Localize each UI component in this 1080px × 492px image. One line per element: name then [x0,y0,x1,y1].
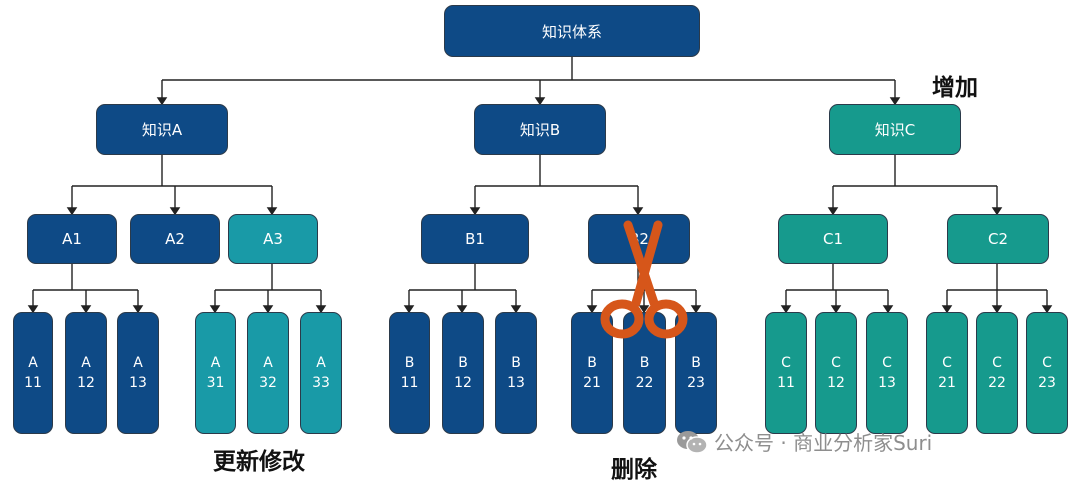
leaf-letter: A [133,355,143,371]
leaf-letter: B [511,355,521,371]
leaf-number: 31 [206,375,225,391]
leaf-letter: B [691,355,701,371]
leaf-letter: B [587,355,597,371]
leaf-letter: A [28,355,38,371]
leaf-a33: A 33 [300,312,342,434]
leaf-number: 13 [878,375,896,391]
leaf-a11: A 11 [13,312,53,434]
leaf-number: 21 [583,375,601,391]
node-b1: B1 [421,214,529,264]
leaf-number: 22 [988,375,1006,391]
leaf-number: 21 [938,375,956,391]
node-c2: C2 [947,214,1049,264]
leaf-letter: B [458,355,468,371]
leaf-number: 11 [777,375,795,391]
scissors-icon [600,220,688,339]
leaf-a12: A 12 [65,312,107,434]
leaf-number: 12 [827,375,845,391]
leaf-letter: C [882,355,892,371]
node-c1: C1 [778,214,888,264]
leaf-c11: C 11 [765,312,807,434]
leaf-c13: C 13 [866,312,908,434]
node-knowledge-b: 知识B [474,104,606,155]
leaf-number: 22 [635,375,654,391]
leaf-c21: C 21 [926,312,968,434]
leaf-number: 33 [312,375,330,391]
leaf-c23: C 23 [1026,312,1068,434]
node-a1: A1 [27,214,117,264]
leaf-number: 32 [259,375,277,391]
leaf-number: 12 [454,375,472,391]
leaf-b23: B 23 [675,312,717,434]
leaf-letter: A [316,355,326,371]
leaf-letter: A [263,355,273,371]
leaf-letter: C [781,355,791,371]
annotation-add: 增加 [932,75,978,101]
leaf-number: 11 [400,375,419,391]
leaf-b12: B 12 [442,312,484,434]
node-a3: A3 [228,214,318,264]
leaf-number: 12 [77,375,95,391]
watermark: 公众号 · 商业分析家Suri [676,427,932,456]
leaf-letter: C [942,355,952,371]
leaf-a32: A 32 [247,312,289,434]
leaf-letter: C [831,355,841,371]
leaf-number: 23 [1038,375,1056,391]
leaf-letter: A [210,355,221,371]
leaf-number: 23 [687,375,705,391]
leaf-number: 13 [507,375,525,391]
leaf-b13: B 13 [495,312,537,434]
node-knowledge-a: 知识A [96,104,228,155]
leaf-b21: B 21 [571,312,613,434]
leaf-letter: B [639,355,650,371]
node-knowledge-c: 知识C [829,104,961,155]
leaf-a31: A 31 [195,312,236,434]
leaf-letter: A [81,355,91,371]
leaf-c22: C 22 [976,312,1018,434]
watermark-text: 公众号 · 商业分析家Suri [714,431,933,455]
annotation-modify: 更新修改 [213,449,305,475]
leaf-c12: C 12 [815,312,857,434]
wechat-icon [677,430,708,454]
node-root: 知识体系 [444,5,700,57]
leaf-a13: A 13 [117,312,159,434]
leaf-number: 11 [24,375,42,391]
annotation-delete: 删除 [611,457,657,483]
leaf-letter: B [404,355,415,371]
leaf-number: 13 [129,375,147,391]
leaf-letter: C [992,355,1002,371]
leaf-b11: B 11 [389,312,430,434]
node-a2: A2 [130,214,220,264]
leaf-letter: C [1042,355,1052,371]
